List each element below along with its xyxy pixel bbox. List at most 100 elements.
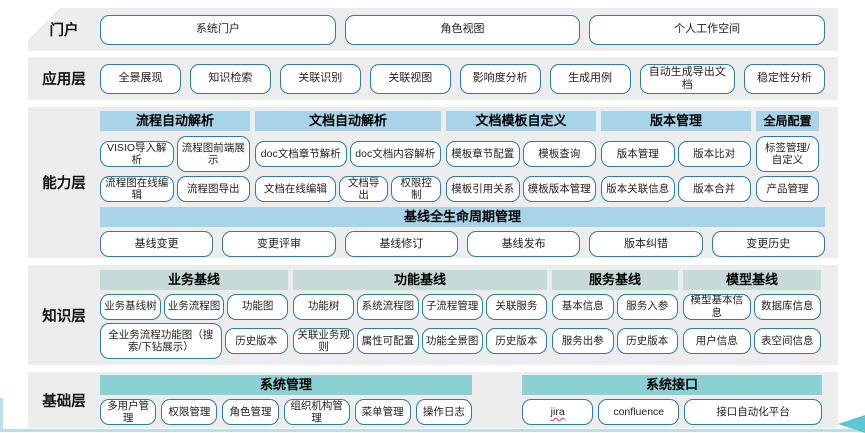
knowledge-box: 业务基线树 <box>100 293 161 320</box>
baseline-box: 变更评审 <box>222 231 336 257</box>
baseline-lifecycle-header: 基线全生命周期管理 <box>100 207 825 227</box>
capability-box: doc文档内容解析 <box>349 141 441 167</box>
capability-box: VISIO导入解析 <box>100 141 174 167</box>
base-box: 角色管理 <box>222 399 279 425</box>
capability-box: 流程图前端展示 <box>176 136 250 172</box>
baseline-box: 基线修订 <box>344 231 458 257</box>
knowledge-box: 服务出参 <box>552 328 614 354</box>
knowledge-box: 服务入参 <box>616 293 678 320</box>
knowledge-box: 模型基本信息 <box>683 293 751 320</box>
group-template-custom: 文档模板自定义 模板章节配置 模板查询 模板引用关系 模板版本管理 <box>446 111 596 202</box>
knowledge-box: 历史版本 <box>224 328 288 354</box>
group-system-management: 系统管理 多用户管理 权限管理 角色管理 组织机构管理 菜单管理 操作日志 <box>100 375 472 428</box>
layer-label-knowledge: 知识层 <box>42 308 86 325</box>
knowledge-box: 功能图 <box>227 293 289 320</box>
capability-box: 流程图在线编辑 <box>100 176 174 202</box>
base-box: 操作日志 <box>415 399 472 425</box>
group-header: 服务基线 <box>552 270 678 290</box>
base-box-jira: jira <box>522 399 594 425</box>
group-process-parsing: 流程自动解析 VISIO导入解析 流程图前端展示 流程图在线编辑 流程图导出 <box>100 111 250 202</box>
portal-box: 系统门户 <box>100 14 336 45</box>
knowledge-box: 属性可配置 <box>357 328 419 354</box>
layer-label-base: 基础层 <box>42 393 86 410</box>
group-header: 功能基线 <box>293 270 547 290</box>
knowledge-box: 表空间信息 <box>753 328 821 354</box>
knowledge-box: 数据库信息 <box>753 293 821 320</box>
group-system-interface: 系统接口 jira confluence 接口自动化平台 <box>522 375 822 428</box>
capability-box: 版本比对 <box>677 141 751 167</box>
capability-box: 版本管理 <box>601 141 675 167</box>
group-header: 模型基线 <box>683 270 821 290</box>
layer-label-capability: 能力层 <box>42 176 86 192</box>
group-global-config: 全局配置 标签管理/自定义 产品管理 <box>756 111 819 202</box>
base-box: 权限管理 <box>161 399 218 425</box>
layer-label-application: 应用层 <box>42 72 86 88</box>
application-box: 关联识别 <box>279 63 361 94</box>
portal-layer-band: 门户 系统门户 角色视图 个人工作空间 <box>28 8 838 51</box>
knowledge-layer-band: 知识层 业务基线 业务基线树 业务流程图 功能图 全业务流程功能图（搜索/下钻展… <box>28 265 838 365</box>
group-function-baseline: 功能基线 功能树 系统流程图 子流程管理 关联服务 关联业务规则 属性可配置 功… <box>293 270 547 359</box>
base-box: confluence <box>598 399 680 425</box>
capability-box: 流程图导出 <box>176 176 250 202</box>
group-header: 系统接口 <box>522 375 822 395</box>
application-box: 稳定性分析 <box>744 63 825 94</box>
baseline-box: 基线发布 <box>466 231 581 257</box>
knowledge-box: 子流程管理 <box>421 293 483 320</box>
baseline-box: 变更历史 <box>711 231 825 257</box>
base-box: 接口自动化平台 <box>684 399 822 425</box>
application-box: 关联视图 <box>369 63 451 94</box>
group-version-management: 版本管理 版本管理 版本比对 版本关联信息 版本合并 <box>601 111 751 202</box>
knowledge-box: 关联业务规则 <box>293 328 355 354</box>
application-layer-band: 应用层 全景展现 知识检索 关联识别 关联视图 影响度分析 生成用例 自动生成导… <box>28 57 838 100</box>
group-header: 文档模板自定义 <box>446 111 596 131</box>
capability-box: 模板版本管理 <box>522 176 596 202</box>
bottom-border-line <box>0 429 865 432</box>
capability-box: 权限控制 <box>391 176 441 202</box>
knowledge-box: 历史版本 <box>616 328 678 354</box>
jira-label: jira <box>550 405 565 418</box>
capability-box: 文档导出 <box>338 176 389 202</box>
group-header: 全局配置 <box>756 111 819 131</box>
capability-box: 模板章节配置 <box>446 141 520 167</box>
capability-box: 版本合并 <box>677 176 751 202</box>
portal-box: 个人工作空间 <box>589 14 826 45</box>
baseline-box: 版本纠错 <box>589 231 703 257</box>
capability-box: 文档在线编辑 <box>255 176 336 202</box>
application-box: 自动生成导出文档 <box>639 63 736 94</box>
arrow-left-icon <box>838 415 865 433</box>
group-header: 流程自动解析 <box>100 111 250 131</box>
knowledge-box: 功能全景图 <box>421 328 483 354</box>
group-doc-parsing: 文档自动解析 doc文档章节解析 doc文档内容解析 文档在线编辑 文档导出 权… <box>255 111 441 202</box>
capability-box: 版本关联信息 <box>601 176 675 202</box>
group-service-baseline: 服务基线 基本信息 服务入参 服务出参 历史版本 <box>552 270 678 359</box>
capability-box: doc文档章节解析 <box>255 141 347 167</box>
base-layer-band: 基础层 系统管理 多用户管理 权限管理 角色管理 组织机构管理 菜单管理 操作日… <box>28 372 838 428</box>
knowledge-box: 用户信息 <box>683 328 751 354</box>
baseline-box: 基线变更 <box>100 231 214 257</box>
group-model-baseline: 模型基线 模型基本信息 数据库信息 用户信息 表空间信息 <box>683 270 821 359</box>
capability-box: 模板查询 <box>522 141 596 167</box>
knowledge-box: 关联服务 <box>485 293 547 320</box>
left-edge-line <box>0 398 3 432</box>
group-business-baseline: 业务基线 业务基线树 业务流程图 功能图 全业务流程功能图（搜索/下钻展示） 历… <box>100 270 289 359</box>
base-box: 组织机构管理 <box>283 399 350 425</box>
capability-box: 标签管理/自定义 <box>756 136 819 172</box>
application-box: 全景展现 <box>100 63 181 94</box>
application-box: 知识检索 <box>189 63 271 94</box>
group-header: 文档自动解析 <box>255 111 441 131</box>
capability-box: 产品管理 <box>756 176 819 202</box>
base-box: 菜单管理 <box>354 399 411 425</box>
knowledge-box: 系统流程图 <box>357 293 419 320</box>
knowledge-box: 功能树 <box>293 293 355 320</box>
application-box: 生成用例 <box>549 63 631 94</box>
application-box: 影响度分析 <box>459 63 541 94</box>
knowledge-box: 历史版本 <box>485 328 547 354</box>
corner-cut-decoration <box>28 8 60 40</box>
knowledge-box: 全业务流程功能图（搜索/下钻展示） <box>100 323 222 359</box>
capability-box: 模板引用关系 <box>446 176 520 202</box>
portal-box: 角色视图 <box>344 14 581 45</box>
knowledge-box: 业务流程图 <box>163 293 225 320</box>
capability-layer-band: 能力层 流程自动解析 VISIO导入解析 流程图前端展示 流程图在线编辑 流程图… <box>28 107 838 258</box>
knowledge-box: 基本信息 <box>552 293 614 320</box>
group-header: 系统管理 <box>100 375 472 395</box>
